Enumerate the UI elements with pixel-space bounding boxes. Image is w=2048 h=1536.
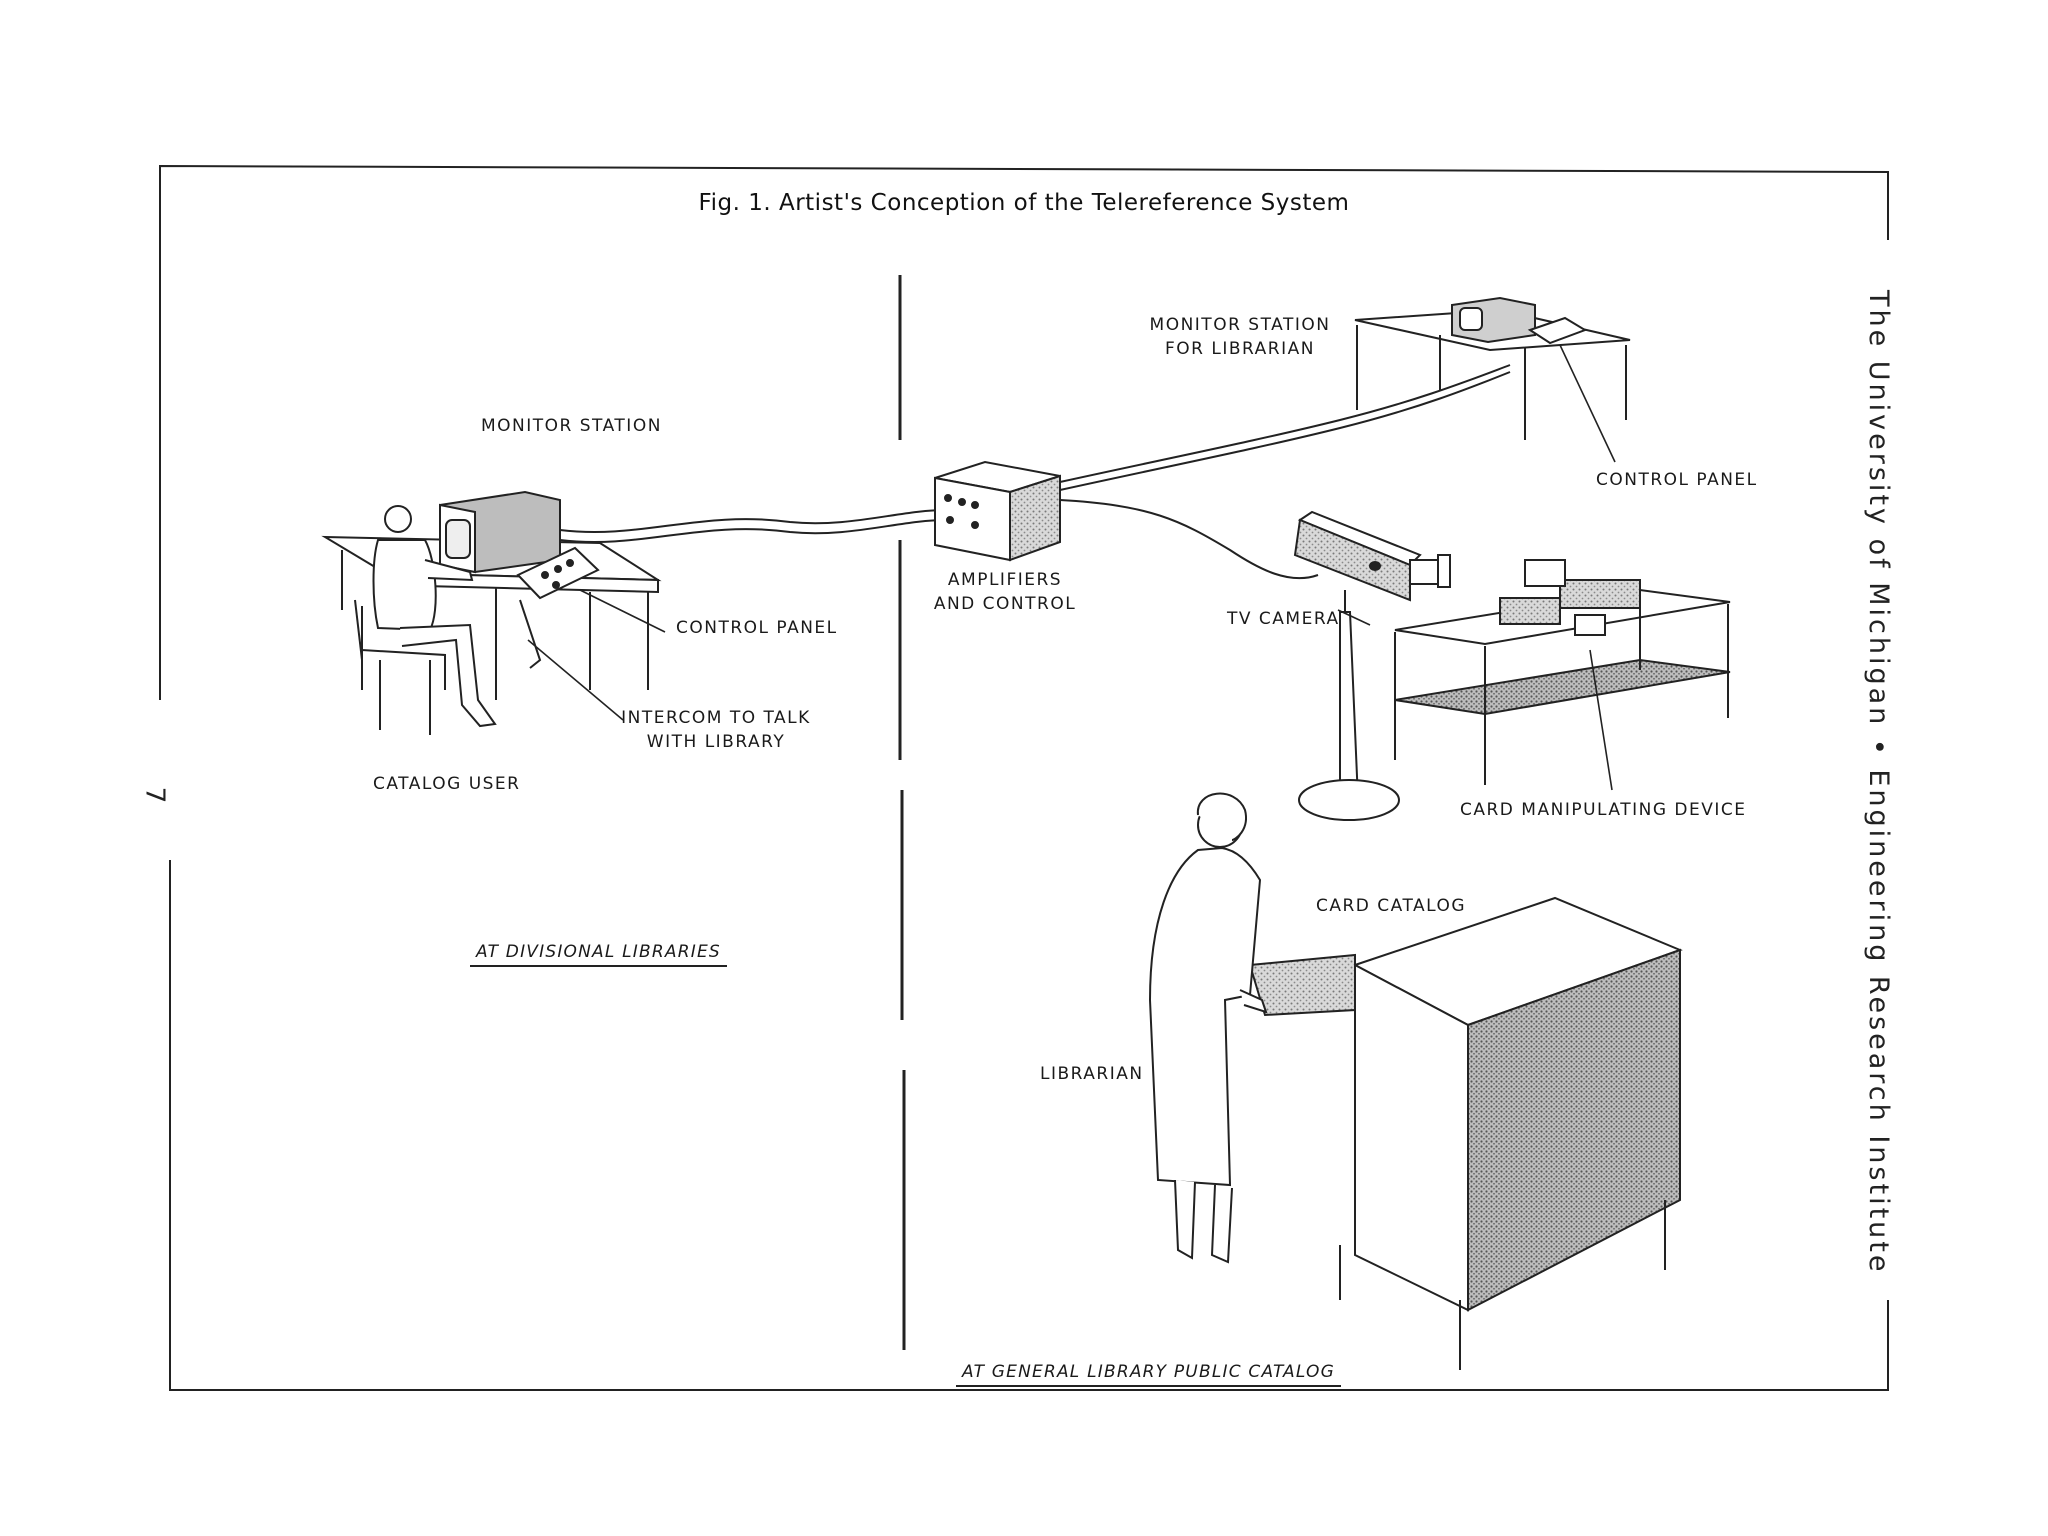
label-amplifiers: AMPLIFIERS AND CONTROL bbox=[910, 568, 1100, 616]
page-number: 7 bbox=[139, 786, 170, 804]
label-intercom-line-2: WITH LIBRARY bbox=[646, 732, 786, 752]
catalog-user-figure bbox=[354, 505, 497, 735]
page-frame bbox=[159, 164, 1889, 1391]
label-librarian: LIBRARIAN bbox=[1040, 1064, 1144, 1084]
callout-tv-camera bbox=[1337, 609, 1371, 626]
side-institution-text: The University of Michigan • Engineering… bbox=[1863, 290, 1894, 1275]
librarian-monitor bbox=[1451, 296, 1588, 345]
label-monitor-station-librarian: MONITOR STATION FOR LIBRARIAN bbox=[1120, 313, 1360, 361]
section-divider bbox=[898, 275, 906, 1350]
amplifier-box bbox=[934, 460, 1061, 562]
label-card-manipulating-device: CARD MANIPULATING DEVICE bbox=[1460, 800, 1747, 820]
figure-title: Fig. 1. Artist's Conception of the Teler… bbox=[698, 190, 1350, 216]
label-tv-camera: TV CAMERA bbox=[1227, 609, 1340, 629]
callout-control-right bbox=[1559, 344, 1616, 463]
librarian-figure bbox=[1148, 792, 1268, 1264]
user-monitor bbox=[439, 490, 561, 574]
label-amplifiers-line-2: AND CONTROL bbox=[933, 594, 1077, 614]
callout-lines bbox=[527, 589, 666, 721]
callout-card-device bbox=[1589, 649, 1613, 791]
label-intercom-line-1: INTERCOM TO TALK bbox=[621, 708, 811, 728]
card-manipulating-device bbox=[1394, 559, 1731, 785]
label-catalog-user: CATALOG USER bbox=[373, 774, 521, 794]
label-librarian-monitor-line-2: FOR LIBRARIAN bbox=[1165, 339, 1315, 359]
user-control-panel bbox=[516, 546, 600, 600]
network-cables bbox=[1059, 364, 1511, 580]
section-label-general-library: AT GENERAL LIBRARY PUBLIC CATALOG bbox=[956, 1362, 1341, 1387]
label-monitor-station: MONITOR STATION bbox=[481, 416, 662, 436]
label-intercom: INTERCOM TO TALK WITH LIBRARY bbox=[606, 706, 826, 754]
label-librarian-monitor-line-1: MONITOR STATION bbox=[1149, 315, 1331, 335]
label-control-panel-left: CONTROL PANEL bbox=[676, 618, 838, 638]
label-card-catalog: CARD CATALOG bbox=[1316, 896, 1467, 916]
section-label-divisional: AT DIVISIONAL LIBRARIES bbox=[470, 942, 727, 967]
tv-camera bbox=[1293, 510, 1451, 821]
label-control-panel-right: CONTROL PANEL bbox=[1596, 470, 1758, 490]
label-amplifiers-line-1: AMPLIFIERS bbox=[947, 570, 1063, 590]
card-catalog-cabinet bbox=[1248, 896, 1683, 1370]
user-cables bbox=[519, 509, 947, 669]
